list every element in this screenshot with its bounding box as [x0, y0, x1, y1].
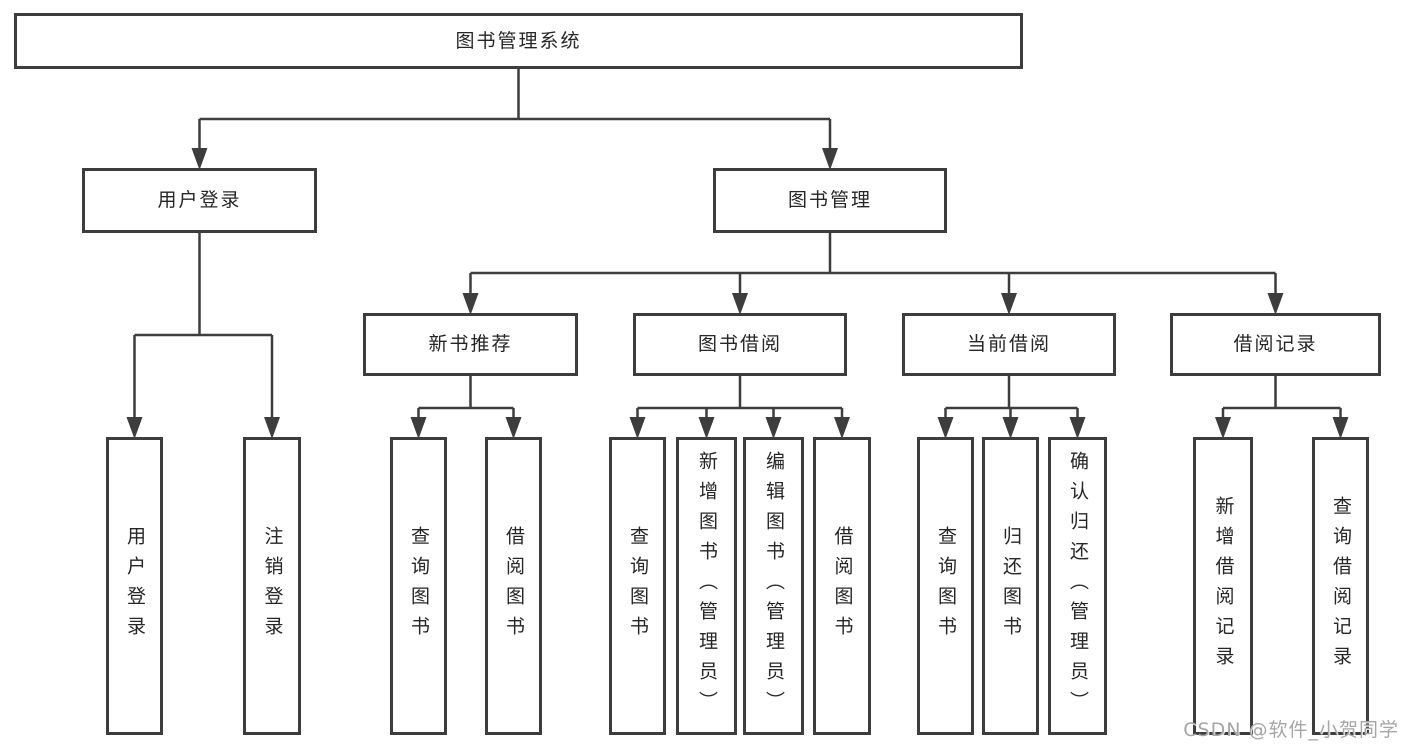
node-label: 查询图书 — [627, 526, 649, 646]
connector-line — [198, 69, 832, 152]
node-label: 借阅图书 — [831, 526, 854, 646]
arrowhead-icon — [834, 417, 850, 439]
node-label: 借阅图书 — [503, 526, 525, 646]
arrowhead-icon — [1069, 417, 1086, 439]
arrowhead-icon — [410, 417, 427, 439]
arrowhead-icon — [822, 148, 838, 170]
node-leaf-nbr-borrow: 借阅图书 — [485, 437, 542, 735]
node-label: 图书管理 — [787, 189, 872, 212]
node-label: 归还图书 — [1000, 526, 1022, 646]
node-leaf-user-login: 用户登录 — [106, 437, 163, 735]
connector-line — [636, 376, 844, 421]
arrowhead-icon — [732, 293, 748, 315]
arrowhead-icon — [191, 148, 208, 170]
node-root: 图书管理系统 — [14, 13, 1023, 69]
connector-line — [469, 233, 1277, 297]
arrowhead-icon — [1332, 417, 1349, 439]
node-new-book-rec: 新书推荐 — [363, 313, 578, 376]
arrowhead-icon — [698, 417, 715, 439]
node-label: 查询图书 — [935, 526, 957, 646]
node-leaf-bb-query: 查询图书 — [609, 437, 666, 735]
connector-line — [133, 233, 274, 421]
node-user-login: 用户登录 — [82, 168, 317, 233]
node-leaf-cb-confirm: 确认归还（管理员） — [1048, 437, 1107, 735]
arrowhead-icon — [505, 417, 522, 439]
node-label: 用户登录 — [124, 526, 146, 646]
arrowhead-icon — [1215, 417, 1231, 439]
node-leaf-bb-add: 新增图书（管理员） — [676, 437, 737, 735]
node-leaf-logout: 注销登录 — [243, 437, 301, 735]
node-book-borrow: 图书借阅 — [633, 313, 847, 376]
node-label: 查询借阅记录 — [1330, 496, 1352, 676]
connector-line — [1221, 376, 1342, 421]
node-label: 用户登录 — [157, 189, 242, 212]
node-label: 注销登录 — [261, 526, 284, 646]
node-leaf-cb-return: 归还图书 — [982, 437, 1039, 735]
node-book-mgmt: 图书管理 — [713, 168, 947, 233]
node-label: 新书推荐 — [428, 333, 513, 356]
node-leaf-br-add: 新增借阅记录 — [1193, 437, 1253, 735]
arrowhead-icon — [1267, 293, 1284, 315]
arrowhead-icon — [629, 417, 646, 439]
node-leaf-nbr-query: 查询图书 — [390, 437, 447, 735]
connector-line — [944, 376, 1079, 421]
node-leaf-cb-query: 查询图书 — [917, 437, 974, 735]
node-label: 图书管理系统 — [455, 29, 582, 52]
node-label: 新增借阅记录 — [1212, 496, 1235, 676]
arrowhead-icon — [765, 417, 782, 439]
node-leaf-br-query: 查询借阅记录 — [1312, 437, 1369, 735]
arrowhead-icon — [462, 293, 479, 315]
arrowhead-icon — [937, 417, 954, 439]
node-label: 编辑图书（管理员） — [763, 451, 785, 721]
node-leaf-bb-borrow: 借阅图书 — [813, 437, 871, 735]
node-label: 图书借阅 — [697, 333, 782, 356]
connector-line — [417, 376, 515, 421]
node-leaf-bb-edit: 编辑图书（管理员） — [743, 437, 804, 735]
node-label: 新增图书（管理员） — [696, 451, 718, 721]
arrowhead-icon — [1001, 293, 1017, 315]
node-label: 确认归还（管理员） — [1067, 451, 1089, 721]
node-current-borrow: 当前借阅 — [902, 313, 1116, 376]
arrowhead-icon — [264, 417, 280, 439]
node-label: 借阅记录 — [1233, 333, 1318, 356]
arrowhead-icon — [1002, 417, 1019, 439]
arrowhead-icon — [126, 417, 143, 439]
node-label: 当前借阅 — [966, 333, 1051, 356]
node-borrow-records: 借阅记录 — [1170, 313, 1381, 376]
node-label: 查询图书 — [408, 526, 430, 646]
